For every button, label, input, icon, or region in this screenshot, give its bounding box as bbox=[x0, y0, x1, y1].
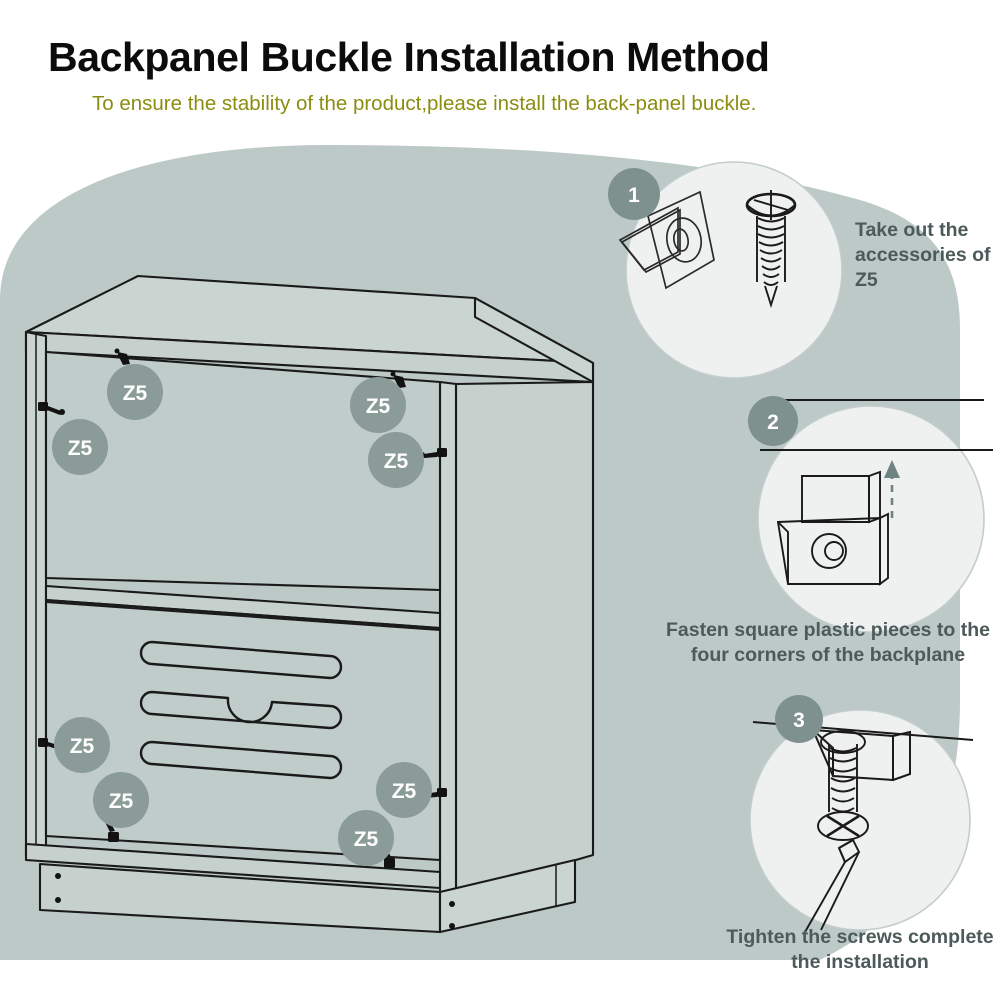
z5-marker[interactable]: Z5 bbox=[350, 377, 406, 433]
z5-marker-label: Z5 bbox=[109, 790, 134, 813]
step-3-badge: 3 bbox=[775, 695, 823, 743]
square-plastic-piece-icon bbox=[618, 190, 715, 290]
step-3-illustration bbox=[749, 709, 974, 933]
buckle-icon bbox=[776, 470, 889, 586]
z5-marker-label: Z5 bbox=[354, 828, 379, 851]
step-3-caption: Tighten the screws complete the installa… bbox=[726, 926, 994, 973]
z5-marker-label: Z5 bbox=[70, 735, 95, 758]
step-2-caption: Fasten square plastic pieces to the four… bbox=[665, 619, 991, 666]
z5-marker-group: Z5 Z5 Z5 Z5 Z5 Z5 bbox=[52, 364, 432, 866]
page-subtitle: To ensure the stability of the product,p… bbox=[92, 92, 757, 115]
step-2-badge: 2 bbox=[748, 396, 798, 446]
step-1-caption: Take out the accessories of Z5 bbox=[855, 219, 991, 291]
cabinet-top-panel bbox=[24, 274, 595, 384]
z5-marker-label: Z5 bbox=[123, 382, 148, 405]
cabinet-left-side-panel bbox=[24, 330, 48, 862]
page-title: Backpanel Buckle Installation Method bbox=[48, 34, 770, 80]
step-3-number: 3 bbox=[793, 709, 805, 732]
cabinet-bottom-rail bbox=[24, 842, 442, 890]
step-2-illustration bbox=[757, 398, 993, 633]
screw-icon bbox=[745, 190, 797, 309]
z5-marker-label: Z5 bbox=[384, 450, 409, 473]
z5-marker[interactable]: Z5 bbox=[107, 364, 163, 420]
z5-marker-label: Z5 bbox=[392, 780, 417, 803]
cabinet-diagram: .ln{fill:none;stroke:#1a1a1a;stroke-widt… bbox=[24, 274, 595, 934]
step-1-badge: 1 bbox=[608, 168, 660, 220]
step-2-number: 2 bbox=[767, 411, 779, 434]
z5-marker-label: Z5 bbox=[68, 437, 93, 460]
cable-slot-group bbox=[139, 640, 343, 780]
screwdriver-icon bbox=[804, 838, 861, 933]
z5-marker[interactable]: Z5 bbox=[368, 432, 424, 488]
cabinet-right-side-panel bbox=[438, 380, 595, 897]
z5-marker[interactable]: Z5 bbox=[338, 810, 394, 866]
cabinet-plinth bbox=[38, 858, 577, 934]
z5-marker[interactable]: Z5 bbox=[54, 717, 110, 773]
step-1-illustration bbox=[618, 161, 843, 379]
z5-marker[interactable]: Z5 bbox=[376, 762, 432, 818]
z5-marker[interactable]: Z5 bbox=[52, 419, 108, 475]
up-arrow-icon bbox=[884, 460, 900, 518]
step-1-number: 1 bbox=[628, 184, 640, 207]
backplane-lines bbox=[760, 398, 993, 452]
z5-marker[interactable]: Z5 bbox=[93, 772, 149, 828]
cabinet-mid-shelf bbox=[44, 584, 442, 630]
step-3-circle bbox=[749, 709, 971, 931]
screw-icon bbox=[817, 730, 869, 841]
z5-marker-label: Z5 bbox=[366, 395, 391, 418]
